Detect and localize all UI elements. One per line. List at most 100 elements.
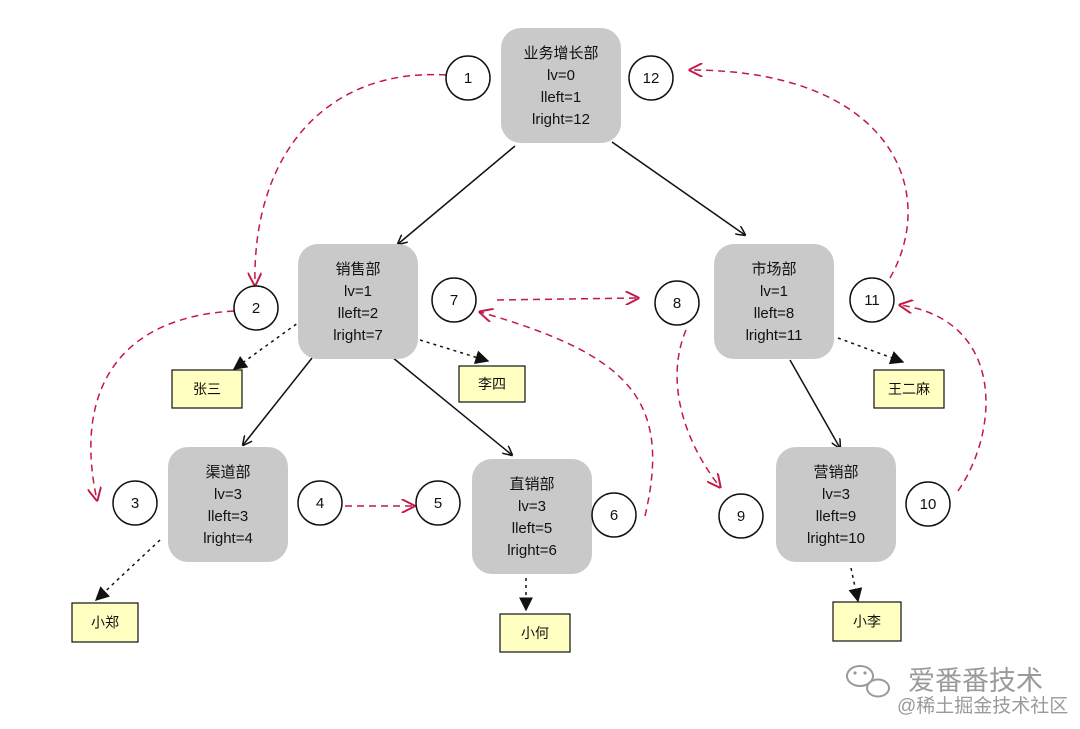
step-number: 4 xyxy=(316,495,324,512)
step-number: 12 xyxy=(643,70,660,87)
department-attr: lleft=3 xyxy=(208,508,248,525)
step-circle-ring xyxy=(233,285,279,331)
person-box-bg xyxy=(71,602,139,643)
department-node: 渠道部 lv=3 lleft=3 lright=4 xyxy=(168,447,288,562)
traversal-7-to-8 xyxy=(496,298,638,300)
step-number: 9 xyxy=(737,508,745,525)
department-node: 业务增长部 lv=0 lleft=1 lright=12 xyxy=(501,28,621,143)
step-circle: 6 xyxy=(591,492,637,538)
traversal-11-to-12 xyxy=(690,70,909,279)
department-attr: lright=10 xyxy=(807,530,865,547)
step-circle-ring xyxy=(591,492,637,538)
person-box: 小郑 xyxy=(71,602,139,643)
department-name: 渠道部 xyxy=(205,464,250,481)
step-number: 7 xyxy=(450,292,458,309)
member-edge-wangerma xyxy=(837,337,905,365)
department-name: 营销部 xyxy=(813,464,858,481)
person-box: 小李 xyxy=(832,601,902,642)
step-circle-ring xyxy=(415,480,461,526)
person-box-bg xyxy=(171,369,243,409)
person-box-bg xyxy=(873,369,945,409)
department-attr: lright=4 xyxy=(203,530,253,547)
step-number: 2 xyxy=(252,300,260,317)
department-attr: lv=3 xyxy=(822,486,850,503)
department-attr: lleft=1 xyxy=(541,89,581,106)
department-name: 销售部 xyxy=(335,261,380,278)
wechat-icon xyxy=(846,665,890,698)
person-name: 王二麻 xyxy=(888,381,930,397)
person-name: 李四 xyxy=(478,376,506,392)
step-circle: 10 xyxy=(905,481,951,527)
step-circle-ring xyxy=(112,480,158,526)
step-circle-ring xyxy=(654,280,700,326)
step-number: 11 xyxy=(864,292,880,309)
department-box xyxy=(501,28,621,143)
person-box: 张三 xyxy=(171,369,243,409)
step-circle-ring xyxy=(718,493,764,539)
step-number: 1 xyxy=(464,70,472,87)
tree-edges xyxy=(243,141,840,455)
department-attr: lright=12 xyxy=(532,111,590,128)
step-number: 5 xyxy=(434,495,442,512)
person-name: 小李 xyxy=(853,614,881,630)
traversal-path xyxy=(91,70,987,517)
person-box: 小何 xyxy=(499,613,571,653)
edge-market-to-marketing xyxy=(789,359,840,448)
step-circle: 11 xyxy=(849,277,895,323)
step-circle: 7 xyxy=(431,277,477,323)
department-attr: lright=11 xyxy=(746,327,803,344)
step-circle: 9 xyxy=(718,493,764,539)
edge-root-to-sales xyxy=(398,145,516,244)
step-circle-ring xyxy=(431,277,477,323)
step-circle: 2 xyxy=(233,285,279,331)
step-circle-ring xyxy=(905,481,951,527)
department-node: 市场部 lv=1 lleft=8 lright=11 xyxy=(714,244,834,359)
member-edge-lisi xyxy=(419,339,490,364)
person-box: 李四 xyxy=(458,365,526,403)
step-circle-ring xyxy=(445,55,491,101)
department-attr: lv=0 xyxy=(547,67,575,84)
department-attr: lleft=9 xyxy=(816,508,856,525)
person-box: 王二麻 xyxy=(873,369,945,409)
person-name: 张三 xyxy=(193,381,221,397)
person-box-bg xyxy=(832,601,902,642)
traversal-6-to-7 xyxy=(480,312,654,517)
step-circle-ring xyxy=(849,277,895,323)
step-circle: 8 xyxy=(654,280,700,326)
traversal-8-to-9 xyxy=(676,329,720,487)
step-circle-ring xyxy=(628,55,674,101)
edge-sales-to-channel xyxy=(243,357,313,445)
person-name: 小郑 xyxy=(91,615,119,631)
department-attr: lleft=2 xyxy=(338,305,378,322)
department-box xyxy=(714,244,834,359)
department-attr: lv=1 xyxy=(760,283,788,300)
step-circle: 3 xyxy=(112,480,158,526)
department-name: 直销部 xyxy=(509,476,554,493)
step-circle: 12 xyxy=(628,55,674,101)
edge-sales-to-direct xyxy=(391,356,512,455)
department-box xyxy=(298,244,418,359)
department-attr: lleft=8 xyxy=(754,305,794,322)
department-name: 市场部 xyxy=(751,261,796,278)
member-edges xyxy=(94,319,905,612)
department-box xyxy=(168,447,288,562)
department-attr: lv=1 xyxy=(344,283,372,300)
person-name: 小何 xyxy=(521,625,549,641)
step-circle: 5 xyxy=(415,480,461,526)
step-number: 10 xyxy=(920,496,937,513)
member-edge-xiaoli xyxy=(848,567,863,603)
step-circle-ring xyxy=(297,480,343,526)
department-attr: lv=3 xyxy=(518,498,546,515)
department-attr: lleft=5 xyxy=(512,520,552,537)
step-circle: 4 xyxy=(297,480,343,526)
step-number: 6 xyxy=(610,507,618,524)
department-name: 业务增长部 xyxy=(523,45,598,62)
person-box-bg xyxy=(499,613,571,653)
member-edge-xiaozheng xyxy=(94,539,161,601)
department-attr: lv=3 xyxy=(214,486,242,503)
watermark-line2: @稀土掘金技术社区 xyxy=(897,695,1068,717)
